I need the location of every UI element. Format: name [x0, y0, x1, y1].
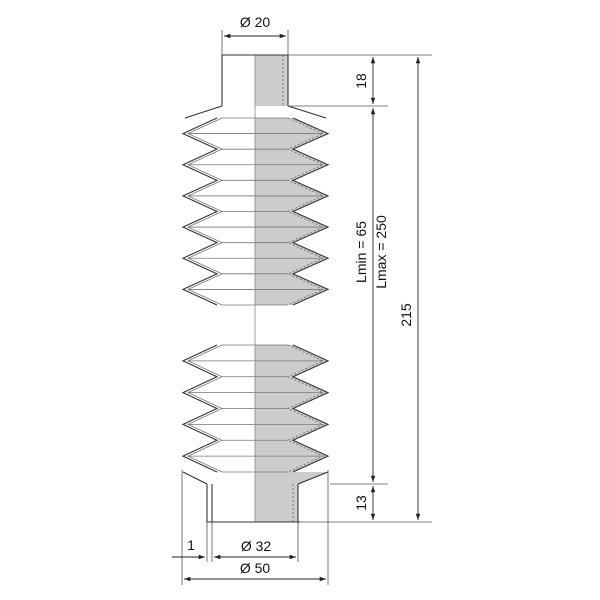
- label-outer-diameter: Ø 50: [240, 560, 271, 576]
- upper-bellows-left-profile: [183, 118, 217, 305]
- label-total: 215: [398, 303, 414, 327]
- label-wall-thickness: 1: [187, 537, 195, 553]
- bottom-transition-left: [183, 472, 207, 484]
- top-transition-right: [288, 106, 326, 118]
- label-lmin: Lmin = 65: [353, 221, 369, 283]
- label-bottom-cuff: 13: [353, 495, 369, 511]
- lower-bellows-left-profile: [183, 345, 217, 472]
- extension-lines: [182, 30, 432, 585]
- label-lmax: Lmax = 250: [373, 215, 389, 289]
- bottom-cuff-section: [255, 472, 328, 522]
- top-transition-left: [185, 106, 222, 118]
- label-top-diameter: Ø 20: [240, 14, 271, 30]
- section-fill: [255, 55, 328, 522]
- label-top-cuff: 18: [353, 73, 369, 89]
- label-inner-bottom-diameter: Ø 32: [241, 538, 272, 554]
